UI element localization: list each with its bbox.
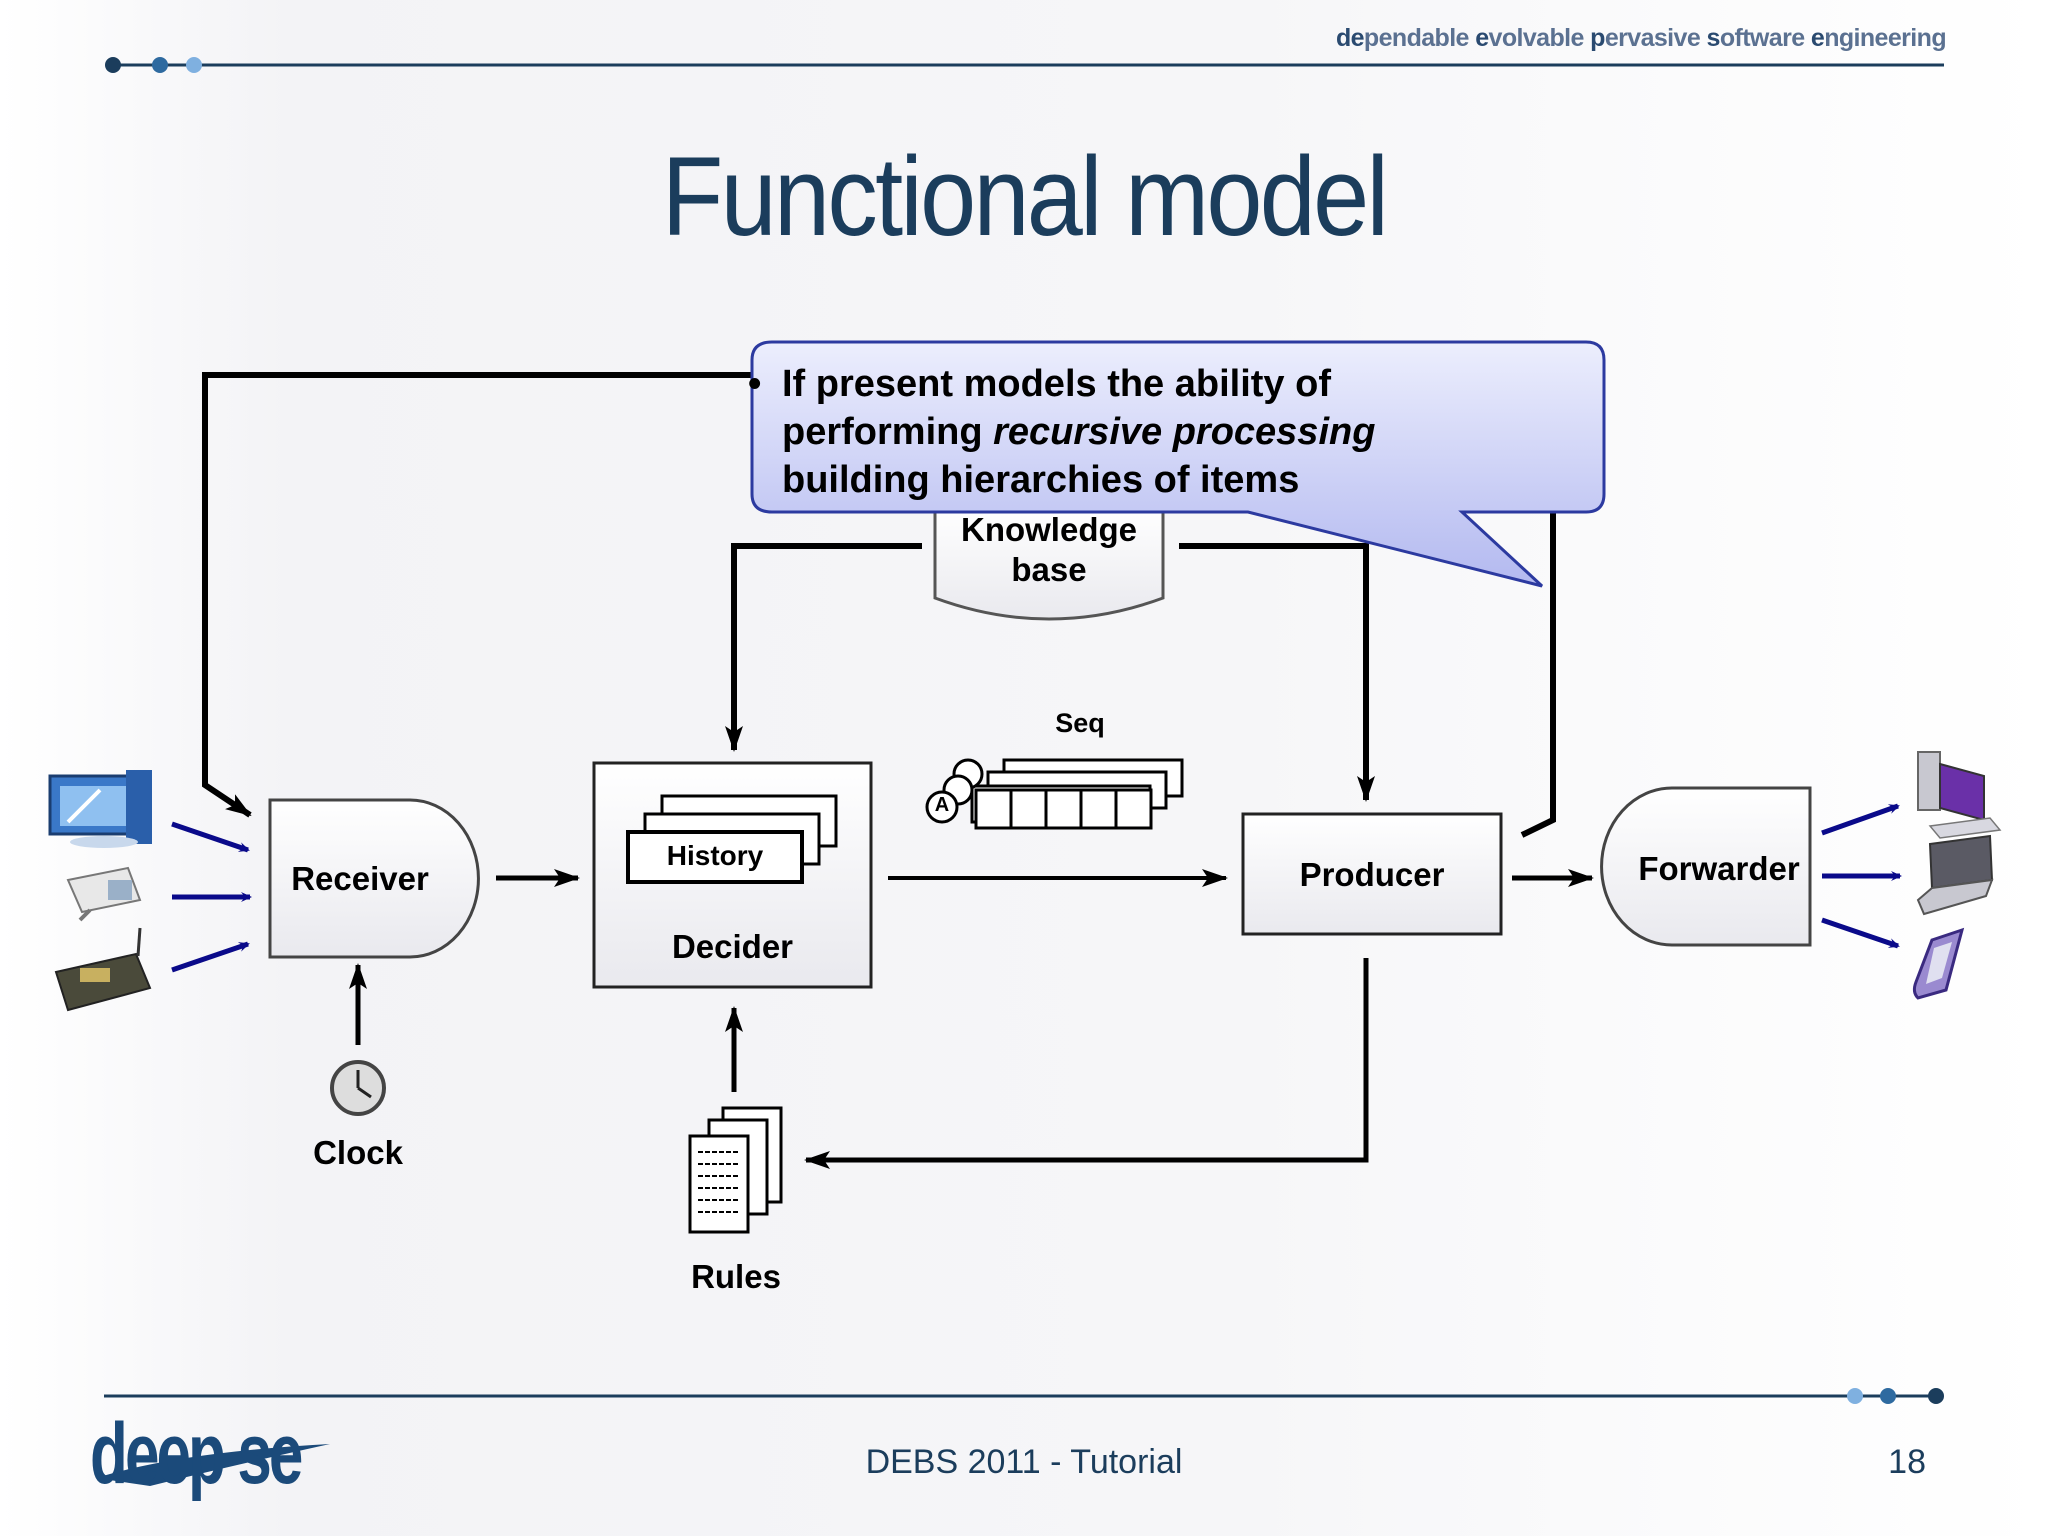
header-rule xyxy=(105,57,1944,73)
knowledge-base-label: Knowledge base xyxy=(960,511,1137,588)
receiver-label: Receiver xyxy=(291,860,429,897)
security-camera-icon xyxy=(66,866,142,922)
feedback-loop-arrow xyxy=(202,372,1556,838)
rules-document-icon xyxy=(688,1106,783,1234)
desktop-pc-icon xyxy=(1917,751,2002,839)
input-arrows xyxy=(171,821,252,973)
deep-se-logo: deep se xyxy=(90,1405,382,1504)
footer-event: DEBS 2011 - Tutorial xyxy=(865,1443,1183,1481)
laptop-icon xyxy=(1916,834,1994,916)
footer-rule xyxy=(104,1388,1944,1404)
history-label: History xyxy=(666,840,764,871)
sensor-board-icon xyxy=(54,927,152,1012)
forwarder-label: Forwarder xyxy=(1638,850,1800,887)
pda-icon xyxy=(1912,927,1965,1000)
callout-text: • If present models the ability of perfo… xyxy=(748,360,1562,504)
flow-arrows xyxy=(349,869,1594,1169)
callout-bubble xyxy=(750,340,1606,588)
receiver-node xyxy=(268,798,480,959)
sequence-stack xyxy=(925,758,1184,830)
deep-se-logo-swoosh xyxy=(96,1444,330,1486)
callout-line-3: building hierarchies of items xyxy=(782,459,1300,501)
clock-label: Clock xyxy=(313,1134,403,1171)
logo-text: deep se xyxy=(90,1406,303,1502)
desktop-computer-icon xyxy=(48,770,152,848)
callout-line-2: performing recursive processing xyxy=(782,411,1376,453)
output-arrows xyxy=(1821,803,1902,949)
knowledge-base-cylinder xyxy=(933,506,1165,621)
decider-node xyxy=(592,761,873,989)
seq-token-label: A xyxy=(934,794,950,816)
callout-bullet: • xyxy=(748,363,762,405)
clock-icon xyxy=(330,1060,386,1116)
callout-emphasis: recursive processing xyxy=(993,411,1376,453)
rules-label: Rules xyxy=(691,1258,781,1295)
producer-node xyxy=(1241,812,1503,936)
callout-line-1: If present models the ability of xyxy=(782,363,1331,405)
header-tagline: dependable evolvable pervasive software … xyxy=(1335,24,1947,52)
knowledge-base-arrows xyxy=(725,543,1375,802)
page-number: 18 xyxy=(1888,1443,1926,1481)
decider-label: Decider xyxy=(671,928,794,965)
producer-label: Producer xyxy=(1299,856,1445,893)
forwarder-node xyxy=(1600,786,1812,947)
slide-title: Functional model xyxy=(661,134,1389,259)
seq-label: Seq xyxy=(1055,708,1105,738)
